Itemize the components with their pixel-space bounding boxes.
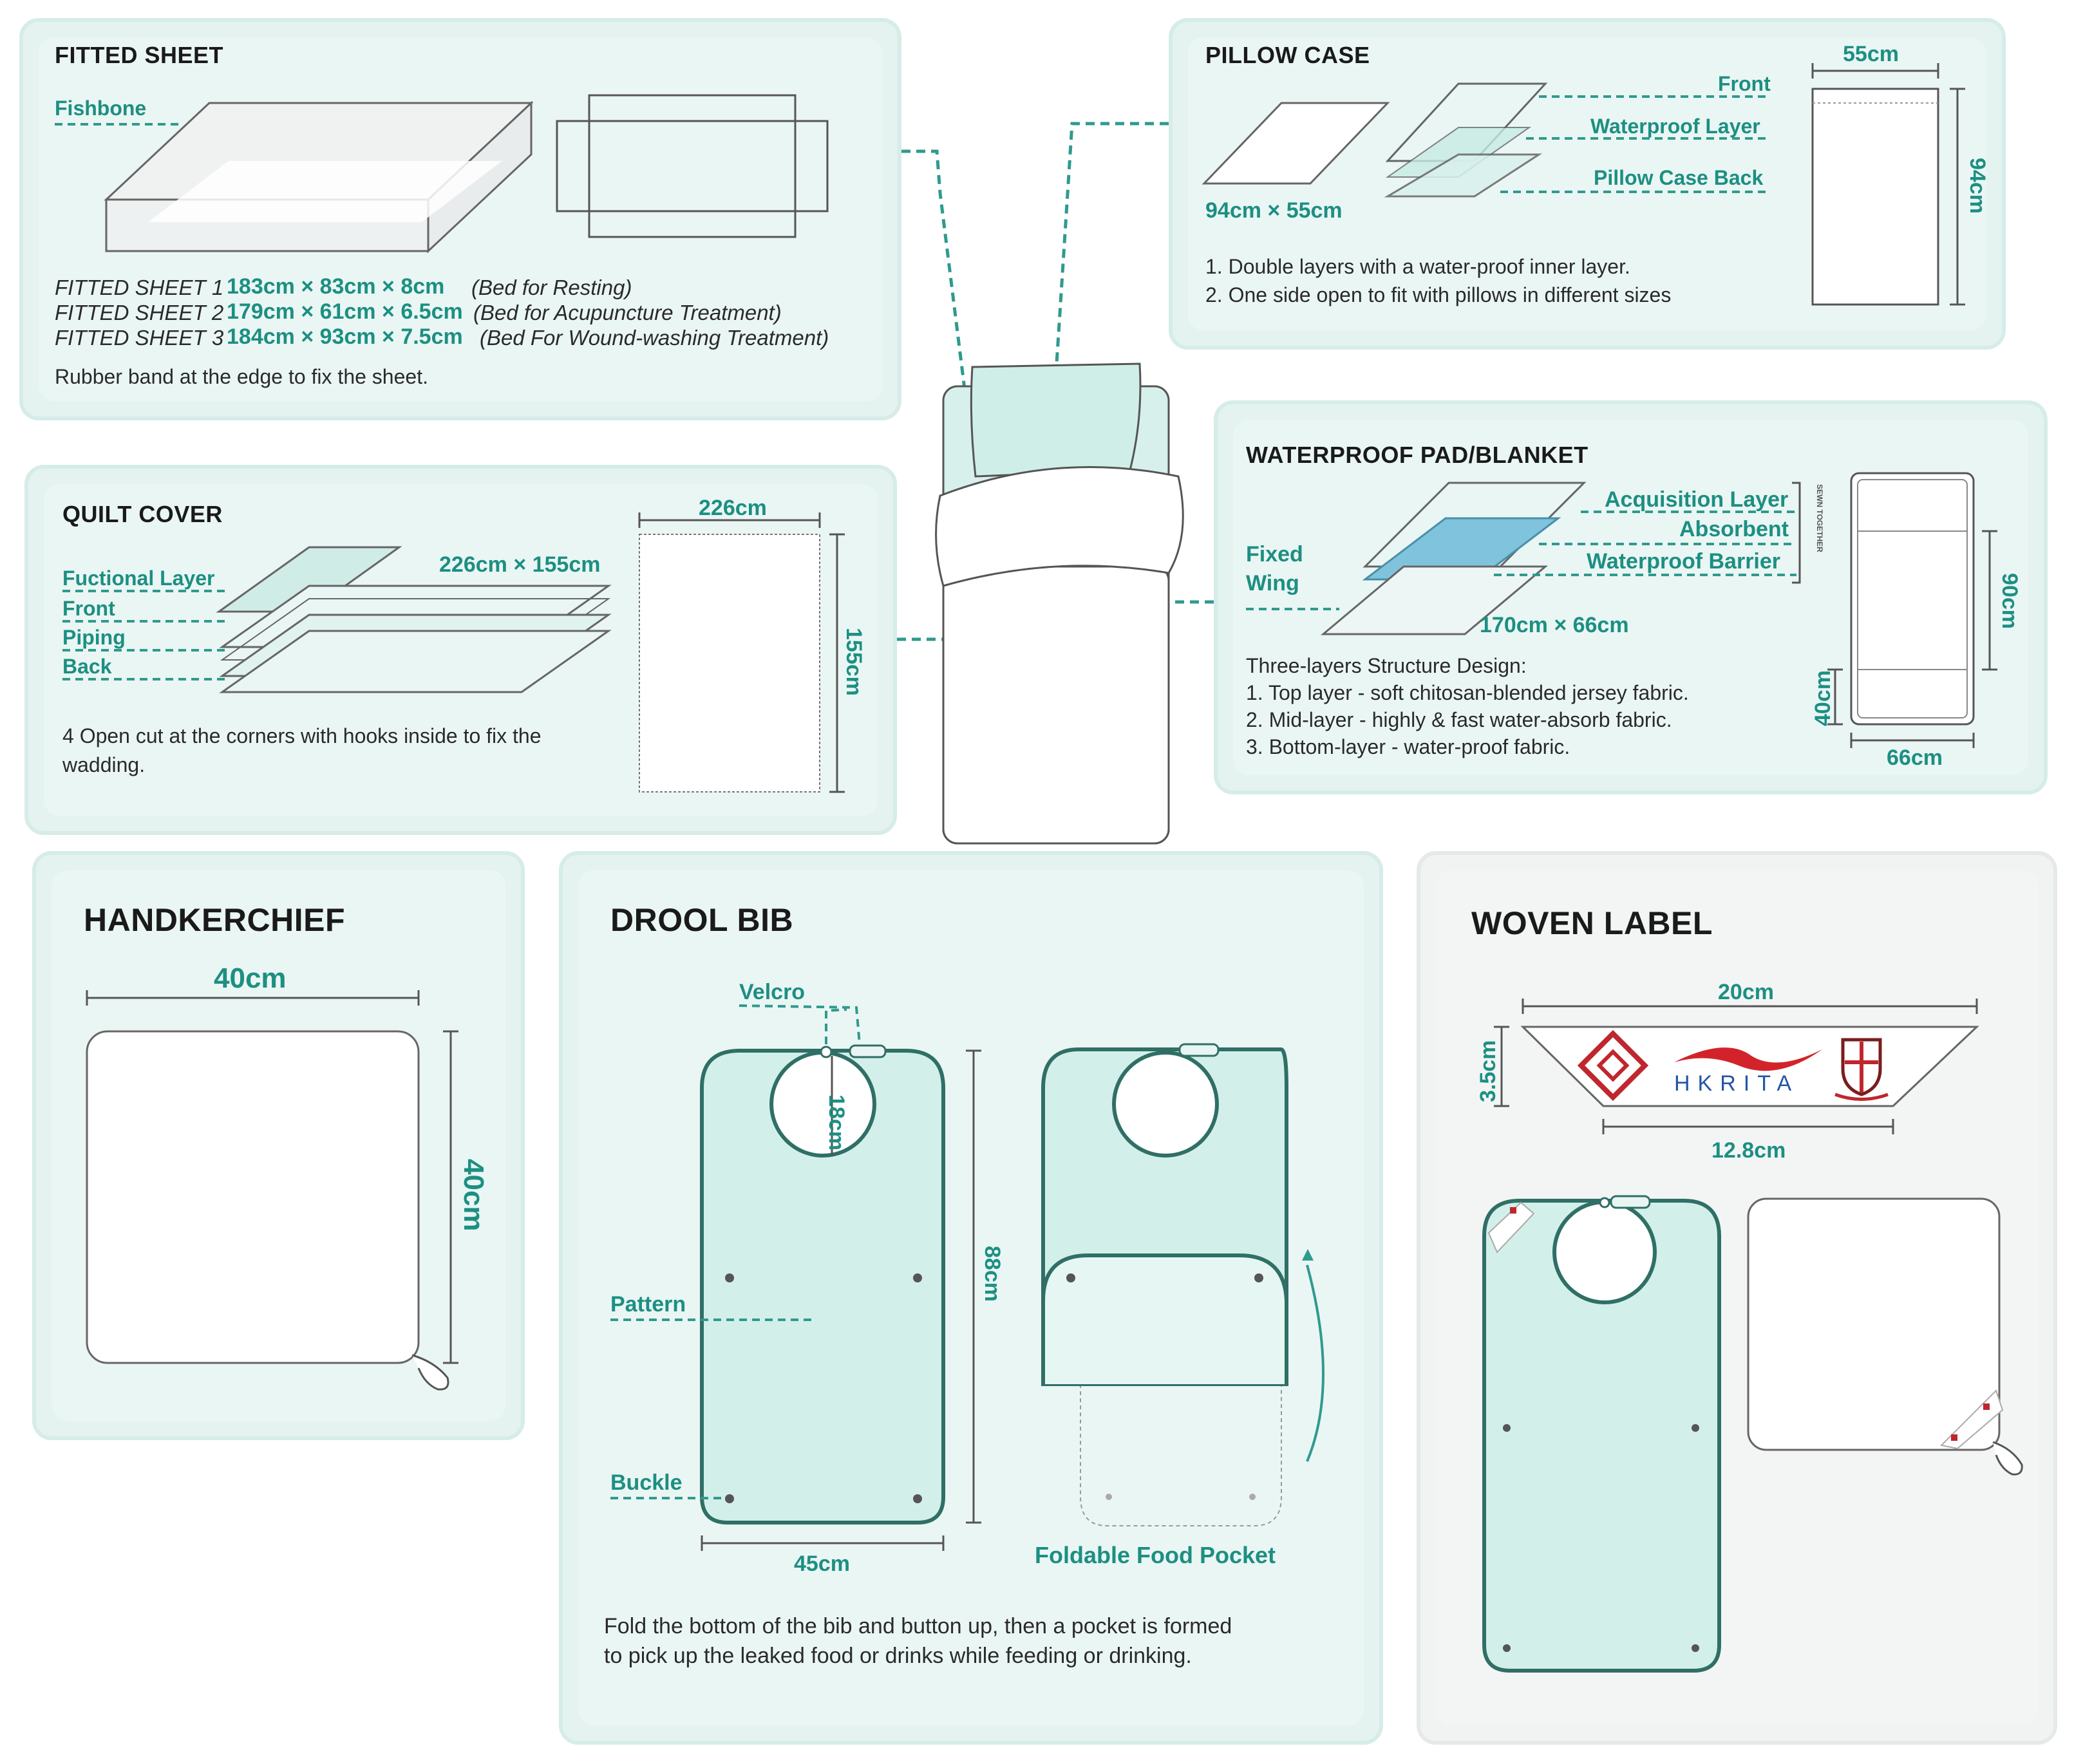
bib-pocket-label: Foldable Food Pocket xyxy=(1035,1542,1276,1568)
quilt-note-2: wadding. xyxy=(62,753,146,776)
drool-bib-illustration xyxy=(610,1004,1325,1551)
fitted-sheet-3-use: (Bed For Wound-washing Treatment) xyxy=(480,326,829,350)
bib-buckle-label: Buckle xyxy=(610,1470,683,1495)
fitted-sheet-1-name: FITTED SHEET 1 xyxy=(55,276,224,299)
pad-note-1: 1. Top layer - soft chitosan-blended jer… xyxy=(1246,681,1689,704)
pad-note-0: Three-layers Structure Design: xyxy=(1246,654,1527,677)
quilt-note-1: 4 Open cut at the corners with hooks ins… xyxy=(62,724,542,747)
pillow-note-2: 2. One side open to fit with pillows in … xyxy=(1205,283,1672,306)
handkerchief-illustration xyxy=(86,990,458,1391)
bib-velcro-label: Velcro xyxy=(739,980,806,1004)
label-brand-text: HKRITA xyxy=(1674,1071,1800,1096)
pad-absorbent-label: Absorbent xyxy=(1679,517,1789,541)
pillow-back-label: Pillow Case Back xyxy=(1594,166,1764,189)
pillow-front-label: Front xyxy=(1718,72,1771,95)
pillow-size: 94cm × 55cm xyxy=(1205,198,1343,223)
bib-note-2: to pick up the leaked food or drinks whi… xyxy=(604,1644,1192,1668)
fitted-sheet-2-use: (Bed for Acupuncture Treatment) xyxy=(473,301,782,324)
quilt-front-label: Front xyxy=(62,597,115,620)
bib-note-1: Fold the bottom of the bib and button up… xyxy=(604,1614,1232,1638)
label-height: 3.5cm xyxy=(1476,1040,1500,1102)
fitted-sheet-2-size: 179cm × 61cm × 6.5cm xyxy=(227,299,463,324)
waterproof-pad-title: WATERPROOF PAD/BLANKET xyxy=(1246,442,1588,468)
fitted-sheet-title: FITTED SHEET xyxy=(55,42,224,68)
quilt-functional-label: Fuctional Layer xyxy=(62,567,215,590)
pillow-case-illustration xyxy=(1202,63,1965,306)
fitted-sheet-note: Rubber band at the edge to fix the sheet… xyxy=(55,365,428,388)
quilt-cover-title: QUILT COVER xyxy=(62,501,223,527)
pillow-width: 55cm xyxy=(1843,42,1899,66)
pad-acquisition-label: Acquisition Layer xyxy=(1605,487,1789,512)
waterproof-pad-illustration xyxy=(1246,472,1997,748)
pad-note-2: 2. Mid-layer - highly & fast water-absor… xyxy=(1246,708,1672,731)
quilt-piping-label: Piping xyxy=(62,626,126,649)
fishbone-label: Fishbone xyxy=(55,97,147,120)
quilt-cover-illustration xyxy=(62,512,845,793)
handkerchief-width: 40cm xyxy=(214,962,287,994)
bed-illustration xyxy=(897,122,1214,845)
pillow-waterproof-label: Waterproof Layer xyxy=(1590,115,1760,138)
pillow-note-1: 1. Double layers with a water-proof inne… xyxy=(1205,255,1630,278)
pad-width-66: 66cm xyxy=(1887,746,1943,770)
handkerchief-title: HANDKERCHIEF xyxy=(84,902,345,938)
pad-note-3: 3. Bottom-layer - water-proof fabric. xyxy=(1246,735,1570,758)
fitted-sheet-3-name: FITTED SHEET 3 xyxy=(55,326,224,350)
fitted-sheet-1-use: (Bed for Resting) xyxy=(471,276,632,299)
crest-logo xyxy=(1834,1038,1889,1101)
pad-barrier-label: Waterproof Barrier xyxy=(1587,549,1781,574)
quilt-width: 226cm xyxy=(699,496,767,520)
pad-size: 170cm × 66cm xyxy=(1480,613,1629,637)
label-bottom-width: 12.8cm xyxy=(1711,1138,1786,1163)
quilt-back-label: Back xyxy=(62,655,112,678)
hkrita-swoosh xyxy=(1674,1047,1822,1071)
fitted-sheet-3-size: 184cm × 93cm × 7.5cm xyxy=(227,324,463,349)
bib-width: 45cm xyxy=(794,1552,850,1576)
pad-fixed-label: Fixed xyxy=(1246,542,1303,567)
fitted-sheet-illustration xyxy=(55,94,829,254)
pad-wing-label: Wing xyxy=(1246,571,1299,596)
drool-bib-title: DROOL BIB xyxy=(610,902,794,938)
label-top-width: 20cm xyxy=(1718,980,1774,1004)
fitted-sheet-1-size: 183cm × 83cm × 8cm xyxy=(227,274,445,299)
pillow-case-title: PILLOW CASE xyxy=(1205,42,1370,68)
fitted-sheet-2-name: FITTED SHEET 2 xyxy=(55,301,224,324)
fitted-sheet-card xyxy=(19,18,901,420)
polyu-logo xyxy=(1577,1029,1649,1102)
quilt-size: 226cm × 155cm xyxy=(439,552,601,577)
bib-pattern-label: Pattern xyxy=(610,1292,686,1317)
woven-label-title: WOVEN LABEL xyxy=(1471,905,1713,941)
